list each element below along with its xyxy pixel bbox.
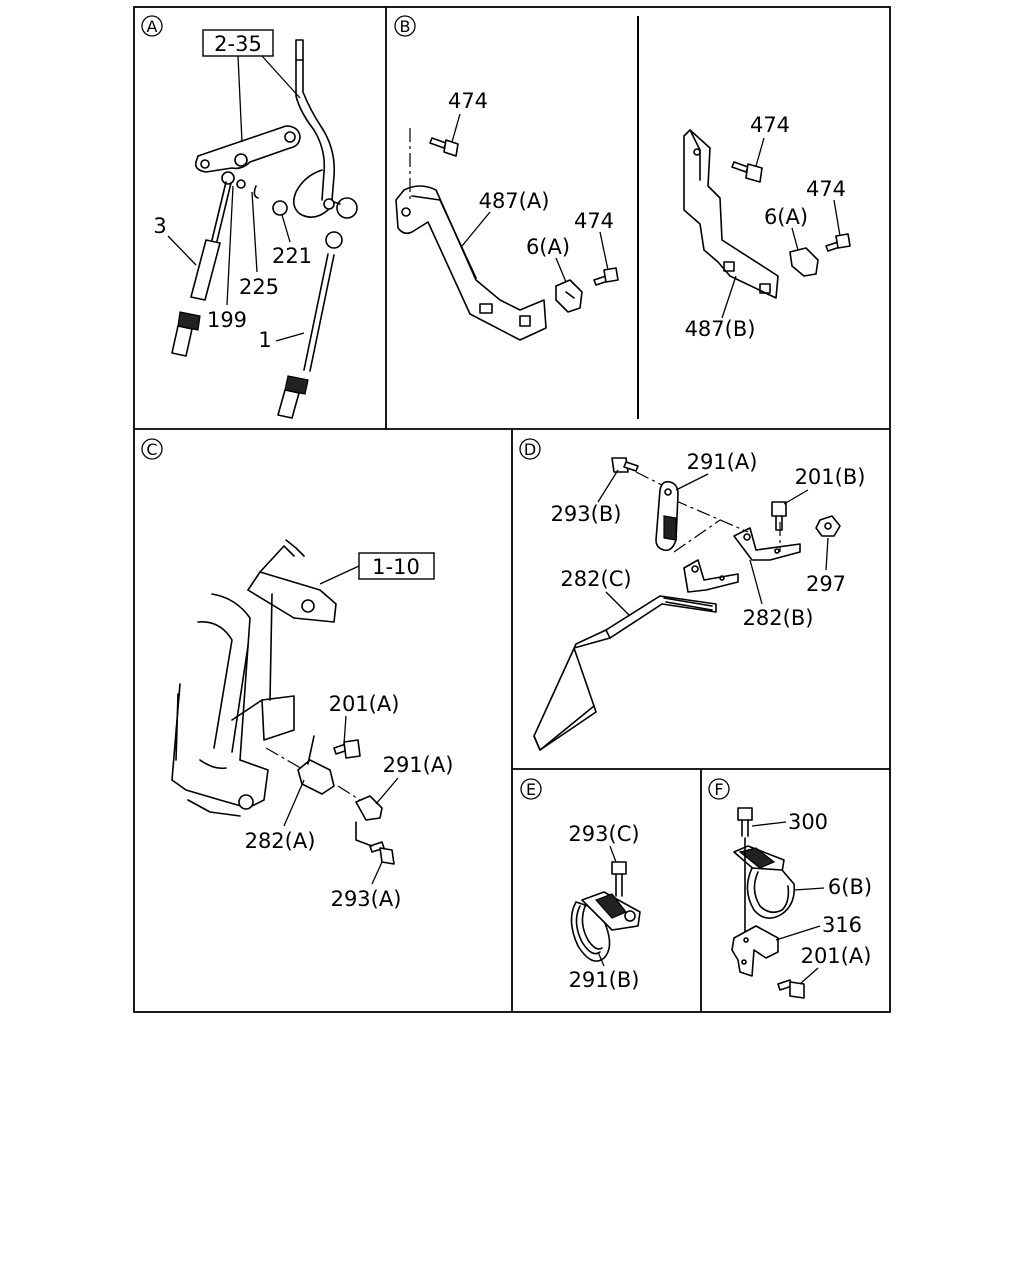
label-part-291a: 291(A)	[383, 753, 454, 777]
label-part-282c: 282(C)	[560, 567, 631, 591]
clip-6a-right	[789, 247, 819, 277]
leader-part-225	[251, 191, 258, 273]
label-part-300: 300	[788, 810, 828, 834]
label-part-474: 474	[448, 89, 488, 113]
panel-c: 1-10 201(A) 291(A) 282(A) 293(A)	[171, 539, 454, 911]
panel-letter-c: C	[141, 438, 163, 460]
label-part-474: 474	[574, 209, 614, 233]
bolt-201a-c	[333, 739, 361, 759]
panel-letter-f: F	[708, 778, 730, 800]
panel-frames	[133, 6, 891, 1013]
clamp-282a-drawing	[297, 735, 335, 795]
bracket-487a-drawing	[395, 185, 547, 341]
bolt-201a-f	[777, 979, 805, 999]
bolt-474-left-top	[429, 137, 459, 157]
bolt-201b-d	[771, 501, 787, 531]
centerline	[635, 471, 665, 487]
panel-a: 2-35 3 199 225 22	[153, 29, 358, 419]
bolt-474-left-right	[593, 267, 619, 286]
svg-text:A: A	[147, 17, 158, 36]
label-part-297: 297	[806, 572, 846, 596]
label-part-291b: 291(B)	[569, 968, 640, 992]
panel-f: 300 6(B) 316 201(A)	[731, 807, 872, 999]
label-part-225: 225	[239, 275, 279, 299]
centerline	[673, 519, 721, 553]
bolt-293b-d	[611, 457, 639, 473]
label-part-201b: 201(B)	[795, 465, 866, 489]
label-part-282b: 282(B)	[743, 606, 814, 630]
svg-text:B: B	[400, 17, 411, 36]
label-part-221: 221	[272, 244, 312, 268]
leader-part-1	[275, 332, 305, 342]
panel-e: 293(C) 291(B)	[568, 822, 641, 992]
label-part-3: 3	[153, 214, 166, 238]
label-part-487a: 487(A)	[479, 189, 550, 213]
nut-297-d	[815, 515, 841, 537]
label-part-474: 474	[806, 177, 846, 201]
panel-b-right: 474 474 6(A) 487(B)	[683, 113, 851, 341]
clip-291a-c	[355, 795, 383, 821]
label-part-293c: 293(C)	[568, 822, 639, 846]
label-part-201a: 201(A)	[329, 692, 400, 716]
bolt-293c-e	[611, 861, 627, 897]
bracket-282b-drawing	[683, 527, 801, 593]
label-part-487b: 487(B)	[685, 317, 756, 341]
svg-text:2-35: 2-35	[214, 32, 262, 56]
bolt-300-f	[737, 807, 753, 837]
clip-291a-d	[655, 480, 679, 552]
label-part-293b: 293(B)	[551, 502, 622, 526]
cable-3-drawing	[171, 171, 259, 357]
leader-part-3	[167, 235, 197, 266]
svg-text:C: C	[146, 440, 157, 459]
shift-lever-drawing	[292, 39, 358, 219]
reference-box-1-10: 1-10	[319, 552, 435, 585]
clip-6b-drawing	[733, 845, 796, 919]
panel-b-left: 474 487(A) 6(A) 474	[395, 89, 619, 341]
label-part-6a: 6(A)	[764, 205, 808, 229]
panel-letter-b: B	[394, 15, 416, 37]
centerline	[337, 785, 361, 801]
leader-part-221	[281, 214, 291, 243]
label-part-6b: 6(B)	[828, 875, 872, 899]
label-part-1: 1	[258, 328, 271, 352]
reference-box-2-35: 2-35	[202, 29, 301, 143]
clip-291b-drawing	[570, 891, 641, 962]
bolt-293a-c	[355, 821, 395, 865]
clip-6a-left	[555, 279, 583, 313]
svg-text:E: E	[526, 780, 536, 799]
panel-letter-a: A	[141, 15, 163, 37]
label-part-291a: 291(A)	[687, 450, 758, 474]
label-part-6a: 6(A)	[526, 235, 570, 259]
bracket-316-drawing	[731, 925, 779, 977]
label-part-199: 199	[207, 308, 247, 332]
bolt-474-right-right	[825, 233, 851, 252]
bracket-282c-drawing	[533, 595, 717, 751]
panel-d: 291(A) 201(B) 293(B) 282(C) 297 282(B)	[533, 450, 866, 751]
label-part-282a: 282(A)	[245, 829, 316, 853]
bell-crank-drawing	[194, 125, 301, 173]
centerline	[265, 747, 305, 771]
label-part-201a: 201(A)	[801, 944, 872, 968]
cable-1-drawing	[272, 200, 343, 419]
bolt-474-right-top	[731, 161, 763, 183]
svg-text:D: D	[524, 440, 536, 459]
svg-text:1-10: 1-10	[372, 555, 420, 579]
label-part-316: 316	[822, 913, 862, 937]
label-part-474: 474	[750, 113, 790, 137]
panel-letter-e: E	[520, 778, 542, 800]
panel-letter-d: D	[519, 438, 541, 460]
bracket-487b-drawing	[683, 129, 779, 299]
centerline	[673, 499, 749, 533]
svg-text:F: F	[714, 780, 723, 799]
leader-part-199	[226, 185, 234, 306]
label-part-293a: 293(A)	[331, 887, 402, 911]
frame-structure-drawing	[171, 539, 337, 817]
